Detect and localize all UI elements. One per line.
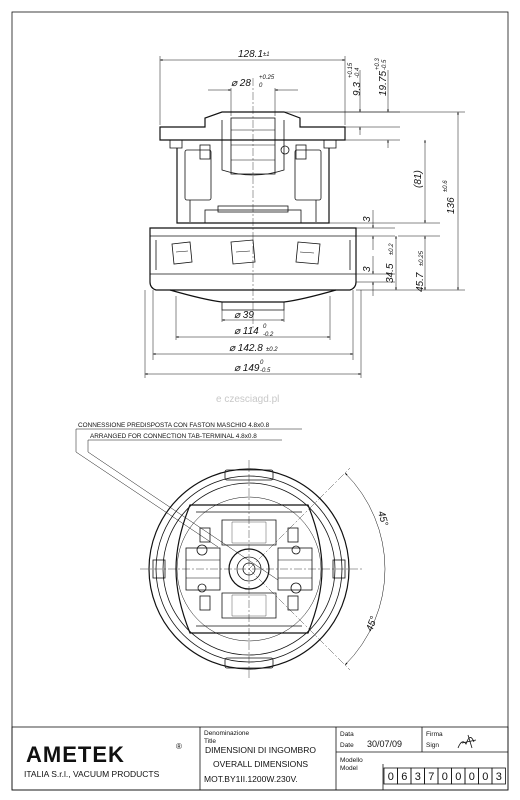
svg-text:-0.5: -0.5 [382,59,388,70]
dim-shaft-dia-tol-low: 0 [259,83,263,89]
model-digit: 0 [455,771,461,783]
top-bracket [159,111,346,141]
svg-text:+0.15: +0.15 [348,62,354,78]
field-stack [175,504,323,634]
note-english: ARRANGED FOR CONNECTION TAB-TERMINAL 4.8… [90,433,257,440]
dim-dia-149: ⌀ 149 [234,363,260,374]
top-view: CONNESSIONE PREDISPOSTA CON FASTON MASCH… [75,422,390,680]
sign-label: Sign [426,742,439,749]
dim-h-3-lower: 3 [362,266,373,272]
dim-width-top: 128.1 [238,49,263,60]
vent-slots [171,239,321,265]
dim-shaft-dia: ⌀ 28 [231,78,251,89]
svg-text:-0.2: -0.2 [263,332,274,338]
dim-dia-114: ⌀ 114 [234,326,259,337]
center-hub [228,548,270,590]
note-italian: CONNESSIONE PREDISPOSTA CON FASTON MASCH… [78,422,270,429]
angle-lower: 45° [364,615,380,633]
model-digit-box [491,767,506,785]
svg-text:-0.5: -0.5 [260,368,271,374]
company-logo-mark: ® [176,742,182,751]
model-digit: 3 [496,771,502,783]
model-digit: 0 [482,771,488,783]
model-digit: 0 [388,771,394,783]
brush-holder-left [185,547,221,591]
model-description: MOT.BY1II.1200W.230V. [204,774,298,784]
company-logo: AMETEK [26,742,125,767]
angle-upper: 45° [375,510,390,527]
model-label: Model [340,765,358,772]
model-digit: 7 [428,771,434,783]
model-digit: 0 [442,771,448,783]
company-name: ITALIA S.r.l., VACUUM PRODUCTS [24,769,160,779]
model-digit: 0 [469,771,475,783]
watermark: e czesciagd.pl [216,394,279,405]
title-italian: DIMENSIONI DI INGOMBRO [205,745,316,755]
svg-text:±0.2: ±0.2 [389,243,395,255]
title-label: Title [204,738,216,745]
dim-h-3-upper: 3 [362,216,373,222]
date-value: 30/07/09 [367,739,402,749]
date-label: Date [340,742,354,749]
svg-text:+0.3: +0.3 [375,57,381,70]
svg-text:-0.4: -0.4 [355,67,361,78]
title-block: AMETEK ® ITALIA S.r.l., VACUUM PRODUCTS … [11,726,509,791]
modello-label: Modello [340,757,363,764]
dim-dia-142-8: ⌀ 142.8 [229,343,263,354]
firma-label: Firma [426,731,443,738]
fan-housing [149,227,357,291]
dim-dia-39: ⌀ 39 [234,310,254,321]
fan-shroud [169,289,337,303]
svg-text:±0.25: ±0.25 [419,250,425,266]
data-label: Data [340,731,354,738]
side-view: 128.1 ±1 ⌀ 28 +0.25 0 9.3 +0.15 -0.4 19.… [144,49,465,378]
dim-shaft-dia-tol-up: +0.25 [259,75,275,81]
title-english: OVERALL DIMENSIONS [213,759,308,769]
svg-text:0: 0 [260,360,264,366]
dim-h-19-75: 19.75 [378,71,389,96]
dim-h-9-3: 9.3 [352,82,363,96]
svg-text:±0.6: ±0.6 [443,180,449,192]
denominazione-label: Denominazione [204,730,250,737]
dim-h-34-5: 34.5 [385,263,396,283]
dim-h-45-7: 45.7 [415,272,426,292]
svg-text:±0.2: ±0.2 [266,347,278,353]
dim-h-81: (81) [413,170,424,188]
dim-h-136: 136 [446,197,457,214]
dim-width-top-tol: ±1 [263,52,270,58]
model-digit: 3 [415,771,421,783]
svg-text:0: 0 [263,324,267,330]
signature [457,734,477,749]
brush-holder-right [277,547,313,591]
model-digit: 6 [401,771,407,783]
